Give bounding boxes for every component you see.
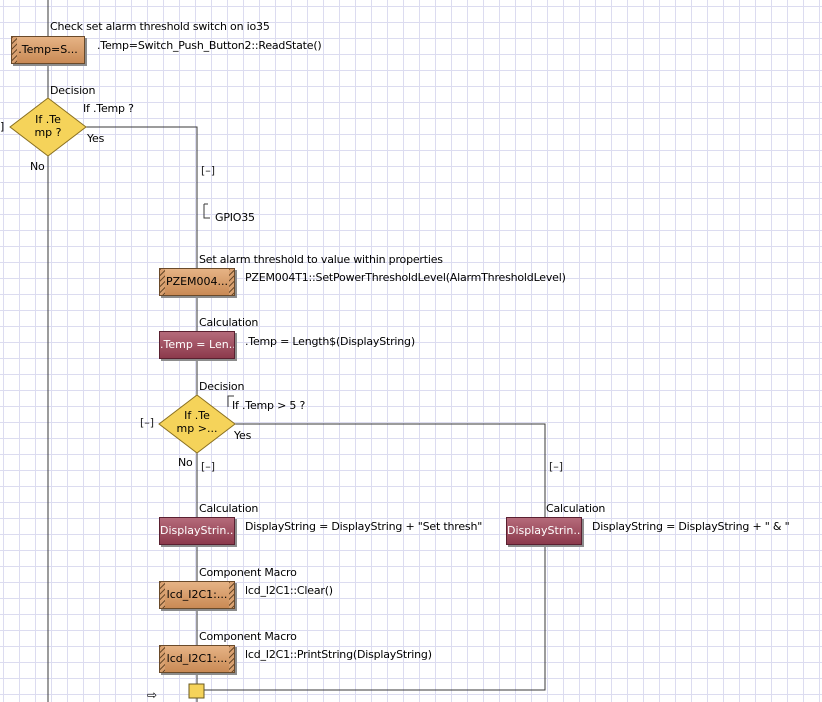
decision2-collapse-toggle[interactable]: [–] xyxy=(140,416,155,429)
decision1-no-label: No xyxy=(30,160,45,173)
lcd-clear-block-label: lcd_I2C1:... xyxy=(166,588,228,601)
decision1-label-line1: If .Te xyxy=(35,113,61,126)
lcd-print-block[interactable]: lcd_I2C1:... xyxy=(159,645,235,673)
insertion-arrow-icon: ⇨ xyxy=(147,688,157,702)
calc-yes-block-label: DisplayStrin... xyxy=(507,524,582,537)
yes-branch-collapse-toggle[interactable]: [–] xyxy=(549,460,564,473)
calc-no-title: Calculation xyxy=(199,502,259,515)
lcd-clear-block[interactable]: lcd_I2C1:... xyxy=(159,581,235,609)
read-switch-block-label: .Temp=S... xyxy=(18,43,78,56)
decision2-yes-label: Yes xyxy=(234,429,252,442)
decision2-node[interactable]: If .Te mp >... xyxy=(169,409,225,435)
decision2-cond-bracket xyxy=(227,395,234,407)
decision1-title: Decision xyxy=(50,84,96,97)
calc1-block[interactable]: .Temp = Len... xyxy=(159,331,235,359)
decision1-diamond xyxy=(9,97,87,157)
decision2-no-label: No xyxy=(178,456,193,469)
pzem-block[interactable]: PZEM004... xyxy=(159,268,235,296)
decision1-yes-line xyxy=(86,126,198,702)
calc-no-detail: DisplayString = DisplayString + "Set thr… xyxy=(245,520,483,533)
decision2-title: Decision xyxy=(199,380,245,393)
calc-no-block[interactable]: DisplayStrin... xyxy=(159,517,235,545)
decision2-label-line1: If .Te xyxy=(184,409,210,422)
lcd-clear-title: Component Macro xyxy=(199,566,297,579)
calc-yes-title: Calculation xyxy=(546,502,606,515)
pzem-comment: Set alarm threshold to value within prop… xyxy=(199,253,443,266)
pzem-detail: PZEM004T1::SetPowerThresholdLevel(AlarmT… xyxy=(245,271,566,284)
calc1-detail: .Temp = Length$(DisplayString) xyxy=(245,335,415,348)
read-switch-comment: Check set alarm threshold switch on io35 xyxy=(50,20,270,33)
no-branch-collapse-toggle[interactable]: [–] xyxy=(201,460,216,473)
decision2-yes-line xyxy=(204,423,546,691)
decision1-yes-label: Yes xyxy=(87,132,105,145)
lcd-print-title: Component Macro xyxy=(199,630,297,643)
lcd-clear-detail: lcd_I2C1::Clear() xyxy=(245,584,333,597)
loop-end-connector xyxy=(188,683,205,699)
decision1-condition: If .Temp ? xyxy=(83,102,134,115)
decision1-node[interactable]: If .Te mp ? xyxy=(20,113,76,139)
calc1-block-label: .Temp = Len... xyxy=(160,338,235,351)
decision2-label-line2: mp >... xyxy=(176,422,218,435)
gpio-collapse-toggle[interactable]: [–] xyxy=(201,164,216,177)
lcd-print-detail: lcd_I2C1::PrintString(DisplayString) xyxy=(245,648,432,661)
read-switch-detail: .Temp=Switch_Push_Button2::ReadState() xyxy=(97,39,322,52)
left-edge-bracket: ] xyxy=(0,120,5,133)
calc-no-block-label: DisplayStrin... xyxy=(160,524,235,537)
calc-yes-detail: DisplayString = DisplayString + " & " xyxy=(592,520,790,533)
decision1-label-line2: mp ? xyxy=(34,126,62,139)
gpio-bracket xyxy=(203,204,210,219)
lcd-print-block-label: lcd_I2C1:... xyxy=(166,652,228,665)
read-switch-block[interactable]: .Temp=S... xyxy=(11,36,85,64)
calc1-title: Calculation xyxy=(199,316,259,329)
gpio-group-label: GPIO35 xyxy=(215,211,255,224)
calc-yes-block[interactable]: DisplayStrin... xyxy=(506,517,582,545)
decision2-condition: If .Temp > 5 ? xyxy=(232,399,306,412)
decision2-diamond xyxy=(158,394,236,454)
pzem-block-label: PZEM004... xyxy=(165,275,229,288)
